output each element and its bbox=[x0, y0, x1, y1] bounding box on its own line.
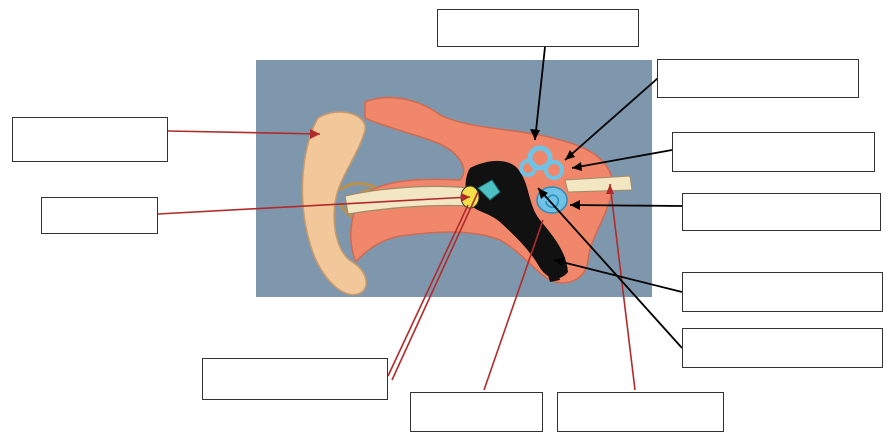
label-box-right-5[interactable] bbox=[682, 328, 883, 368]
label-box-right-1[interactable] bbox=[657, 59, 859, 98]
label-box-bottom-2[interactable] bbox=[410, 392, 543, 432]
label-box-bottom-3[interactable] bbox=[557, 392, 724, 432]
label-box-right-3[interactable] bbox=[682, 193, 881, 231]
label-box-left-2[interactable] bbox=[41, 197, 158, 234]
label-box-right-4[interactable] bbox=[682, 272, 883, 312]
label-box-left-1[interactable] bbox=[12, 117, 168, 162]
label-box-bottom-1[interactable] bbox=[202, 358, 388, 400]
label-box-top[interactable] bbox=[437, 9, 639, 47]
label-box-right-2[interactable] bbox=[672, 132, 875, 172]
